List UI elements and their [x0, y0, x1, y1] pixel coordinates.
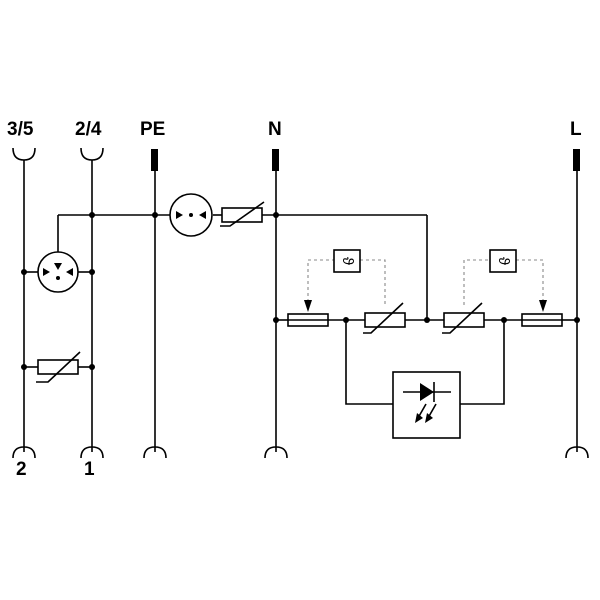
varistor-middle-left	[363, 302, 406, 334]
junction-dot	[424, 317, 430, 323]
gas-discharge-tube-top	[169, 193, 213, 237]
junction-dot	[89, 212, 95, 218]
terminal-plug-n	[272, 149, 279, 171]
terminal-label-3-5: 3/5	[7, 119, 34, 140]
gas-discharge-tube-left	[37, 251, 79, 293]
junction-dot	[343, 317, 349, 323]
terminal-label-2-4: 2/4	[75, 119, 102, 140]
varistor-left	[36, 351, 81, 383]
thermal-sensor-right	[489, 249, 517, 273]
terminal-arch-2	[12, 446, 36, 459]
terminal-label-l: L	[570, 119, 582, 140]
led-loop-wire	[345, 320, 505, 405]
terminal-arch-n	[264, 446, 288, 459]
junction-dot	[21, 269, 27, 275]
junction-dot	[89, 364, 95, 370]
junction-dot	[89, 269, 95, 275]
thermal-sensor-left	[333, 249, 361, 273]
varistor-middle-right	[442, 302, 485, 334]
thermal-disconnect-right	[521, 313, 563, 327]
terminal-cup-3-5	[12, 147, 36, 161]
terminal-label-1: 1	[84, 459, 95, 480]
thermal-sensor-symbol-left: ϑ	[339, 256, 356, 266]
terminal-label-pe: PE	[140, 119, 166, 140]
terminal-arch-1	[80, 446, 104, 459]
junction-dot	[273, 212, 279, 218]
junction-dot	[574, 317, 580, 323]
thermal-link-left	[307, 259, 386, 305]
varistor-top	[220, 201, 265, 227]
thermal-sensor-symbol-right: ϑ	[495, 256, 512, 266]
terminal-plug-l	[573, 149, 580, 171]
thermal-disconnect-left	[287, 313, 329, 327]
terminal-label-n: N	[268, 119, 282, 140]
terminal-cup-2-4	[80, 147, 104, 161]
thermal-arrow-left	[304, 300, 312, 312]
led-indicator-module	[392, 371, 461, 439]
junction-dot	[21, 364, 27, 370]
junction-dot	[152, 212, 158, 218]
thermal-link-right	[463, 259, 544, 305]
terminal-label-2: 2	[16, 459, 27, 480]
terminal-arch-pe	[143, 446, 167, 459]
terminal-plug-pe	[151, 149, 158, 171]
junction-dot	[273, 317, 279, 323]
junction-dot	[501, 317, 507, 323]
terminal-arch-l	[565, 446, 589, 459]
thermal-arrow-right	[539, 300, 547, 312]
